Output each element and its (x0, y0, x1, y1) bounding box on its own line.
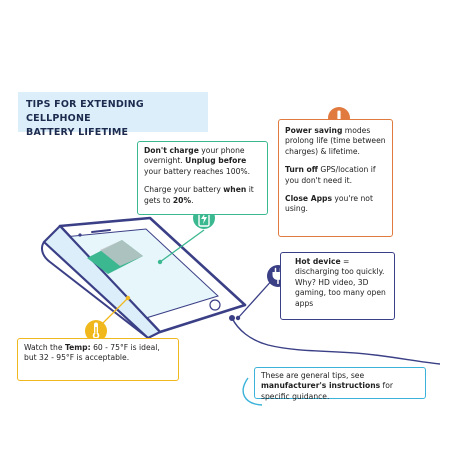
charge-bold-1: Don't charge (144, 146, 199, 155)
temperature-callout: Watch the Temp: 60 - 75°F is ideal, but … (17, 338, 179, 381)
title-line-1: TIPS FOR EXTENDING CELLPHONE (26, 99, 144, 124)
title-line-2: BATTERY LIFETIME (26, 127, 129, 138)
speaker-slot (91, 229, 111, 233)
charge-bold-2: Unplug before (185, 156, 247, 166)
tips-text-1: These are general tips, see (261, 371, 365, 380)
power-bold-3: Close Apps (285, 194, 332, 204)
title-banner: TIPS FOR EXTENDING CELLPHONE BATTERY LIF… (18, 92, 208, 138)
home-button (209, 299, 221, 311)
camera-dot (78, 233, 82, 237)
power-text-2: GPS/location if you don't need it. (285, 165, 376, 185)
charging-tip-callout: Don't charge your phone overnight. Unplu… (137, 141, 268, 215)
thermometer-icon (85, 320, 107, 342)
screen-battery-empty (100, 240, 143, 266)
charge-text-4: it gets to (144, 185, 254, 205)
hot-device-callout: Hot device = discharging too quickly. Wh… (280, 252, 395, 320)
power-text-3: you're not using. (285, 194, 373, 214)
power-text-1: modes prolong life (time between charges… (285, 126, 386, 156)
hot-text-1: = discharging too quickly. (295, 257, 385, 277)
power-saving-callout: Power saving modes prolong life (time be… (278, 119, 393, 237)
cable-plug (229, 315, 235, 321)
charge-text-2: your battery reaches 100%. (144, 166, 251, 176)
power-bold-1: Power saving (285, 126, 343, 135)
general-tips-callout: These are general tips, see manufacturer… (254, 367, 426, 401)
hot-bold-1: Hot device (295, 257, 341, 266)
charge-text-3: Charge your battery (144, 185, 224, 195)
charging-cable (231, 317, 441, 365)
leader-hot (237, 277, 275, 319)
hot-text-2: Why? HD video, 3D gaming, too many open … (295, 277, 386, 308)
tips-accent (242, 377, 263, 406)
tips-text-2: for specific guidance. (261, 381, 393, 401)
smartphone (41, 216, 247, 340)
leader-charge (159, 229, 205, 263)
charge-text-1: your phone overnight. (144, 146, 245, 166)
temp-text-1: Watch the (24, 343, 65, 352)
charge-bold-3: when (223, 185, 247, 195)
temp-text-2: 60 - 75°F is ideal, but 32 - 95°F is acc… (24, 343, 160, 363)
charge-text-5: . (191, 195, 194, 205)
charge-bold-4: 20% (172, 195, 192, 205)
temp-bold-1: Temp: (64, 343, 91, 352)
tips-bold-1: manufacturer's instructions (261, 381, 381, 391)
power-bold-2: Turn off (285, 165, 318, 175)
